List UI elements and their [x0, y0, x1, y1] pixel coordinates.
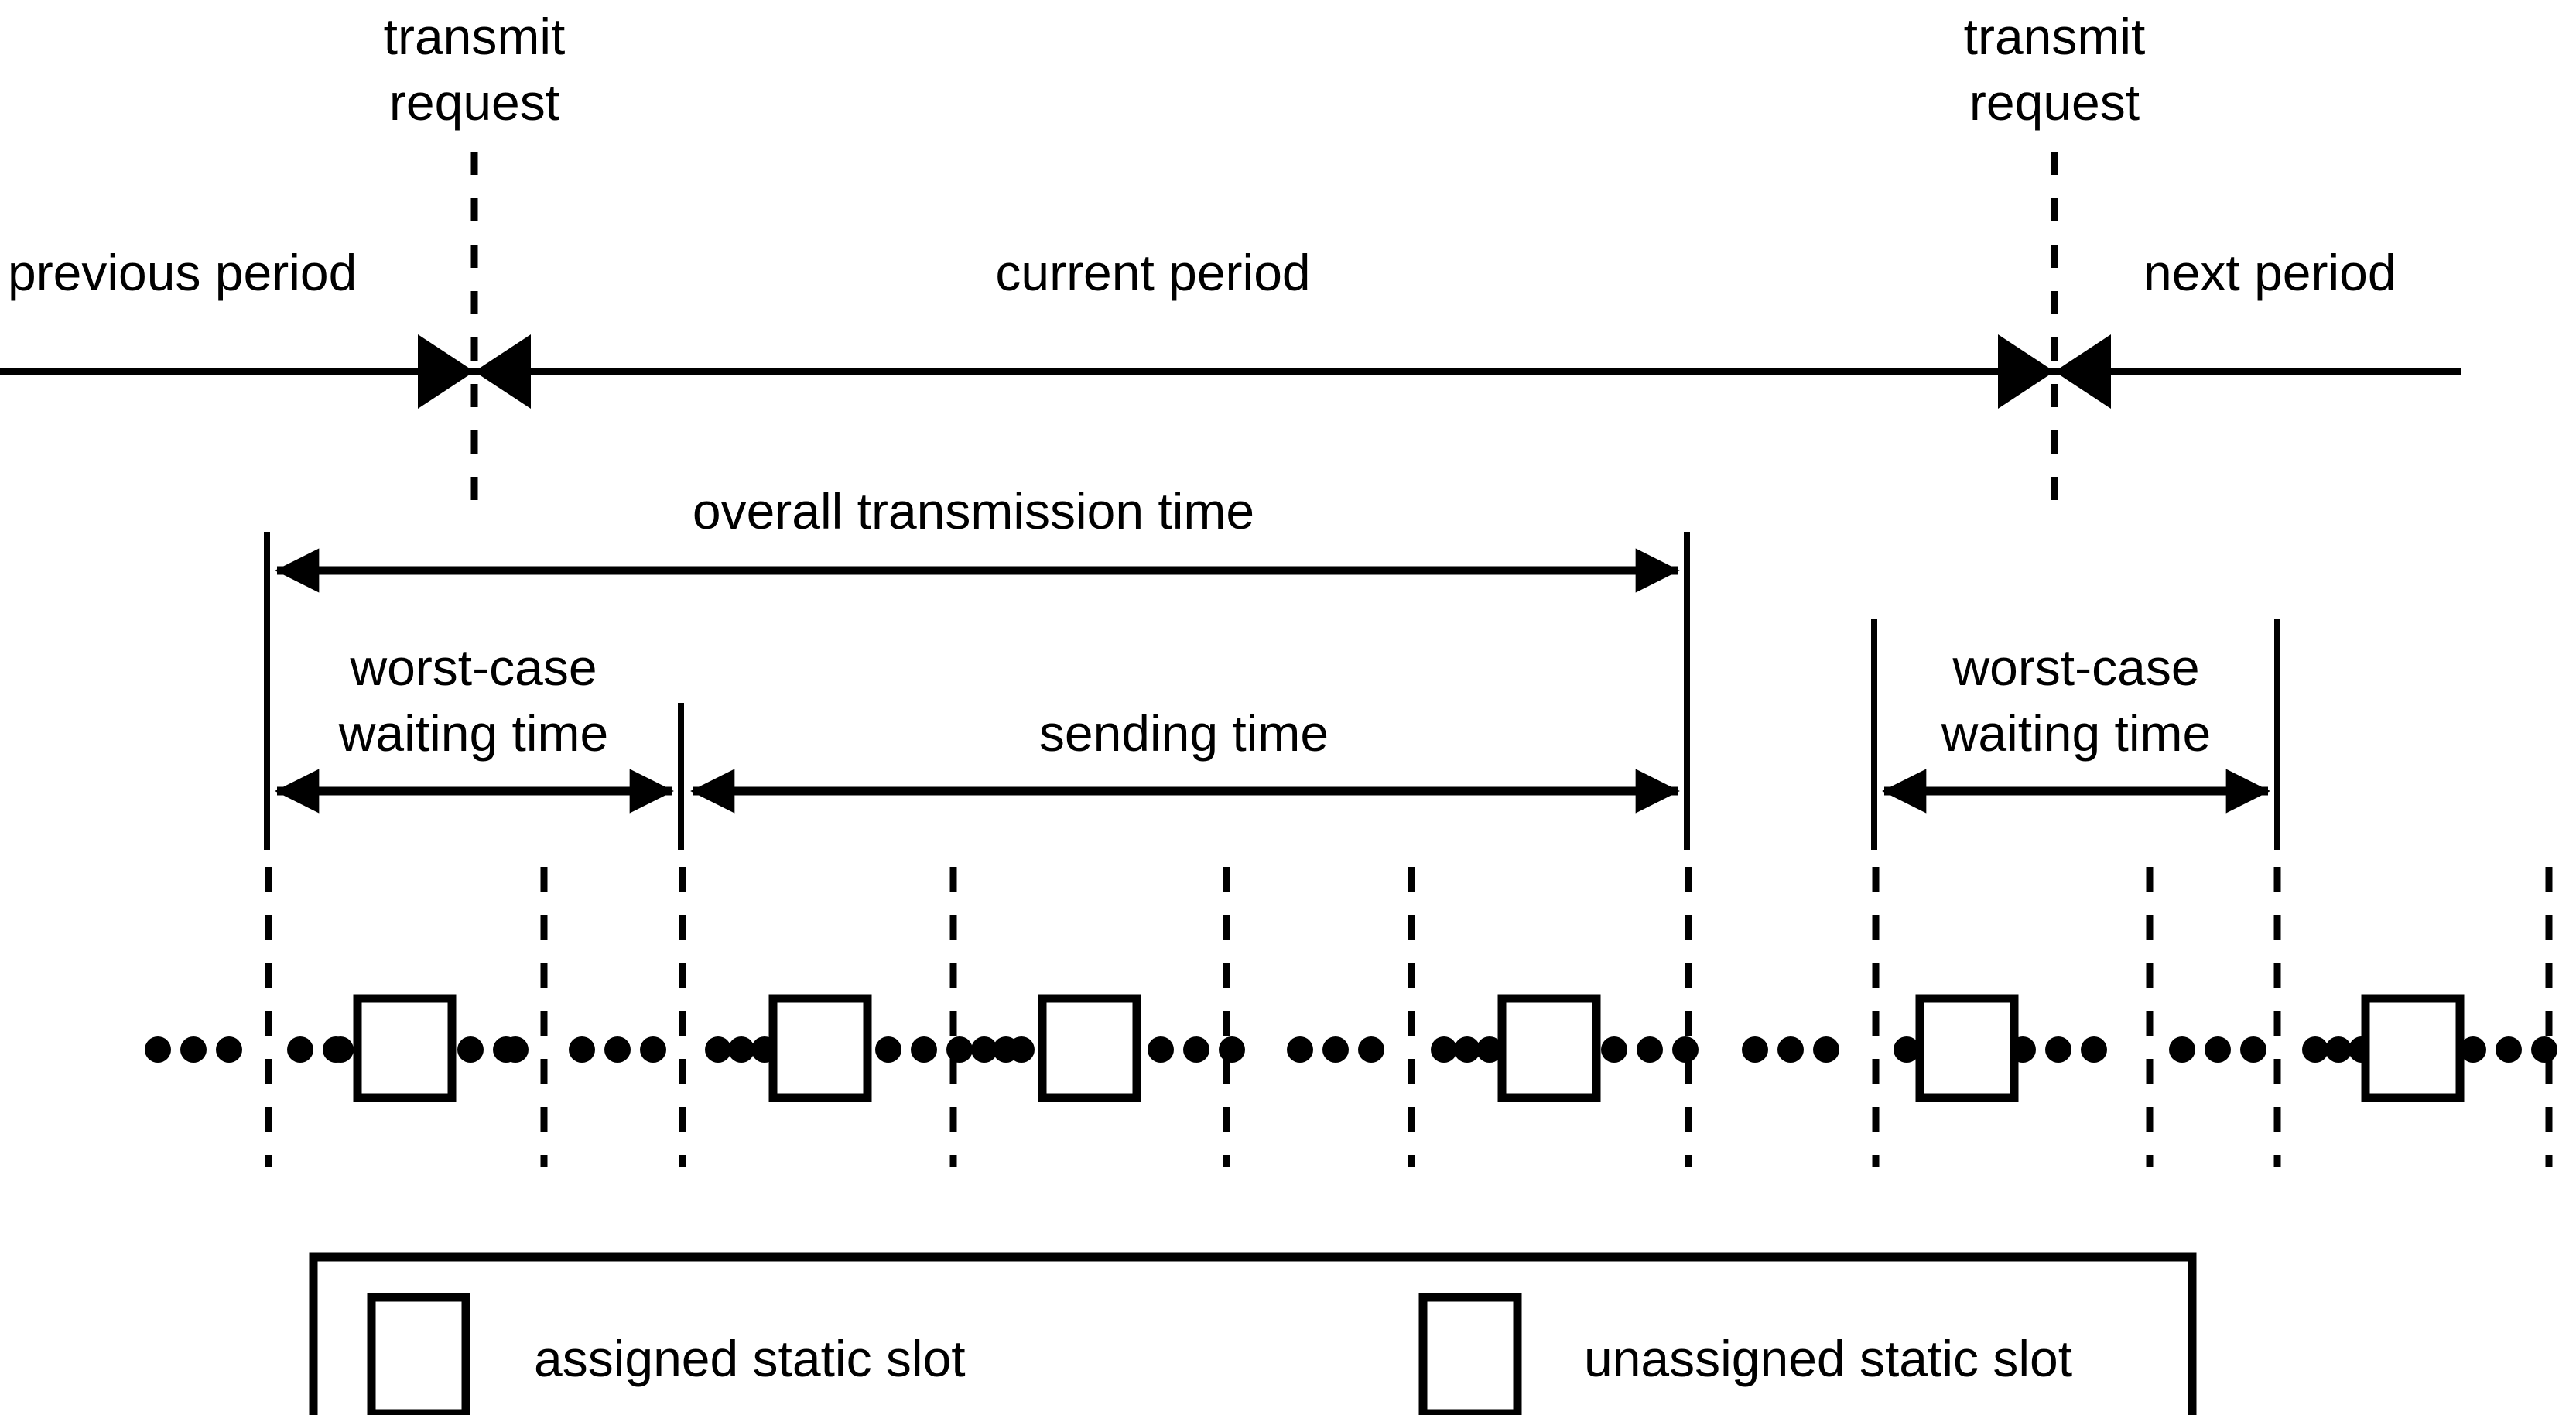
- transmit-request-label-right-line1: transmit: [1964, 8, 2146, 65]
- slot-boundaries: [265, 867, 2553, 1167]
- transmit-request-label-right-line2: request: [1969, 74, 2140, 131]
- ellipsis-dots: [1148, 1036, 1245, 1063]
- axis-arrow-right-head: [474, 334, 531, 409]
- ellipsis-dots: [569, 1036, 666, 1063]
- legend-swatch-assigned-icon: [367, 1293, 470, 1415]
- assigned-static-slot: [1915, 994, 2019, 1102]
- assigned-static-slot: [1497, 994, 1601, 1102]
- overall-transmission-time-label: overall transmission time: [693, 482, 1254, 540]
- sending-time-label: sending time: [1039, 704, 1329, 762]
- assigned-static-slot: [2361, 994, 2465, 1102]
- legend-label-assigned: assigned static slot: [534, 1330, 966, 1387]
- transmit-request-label-left-line2: request: [389, 74, 559, 131]
- axis-arrow-left-head-2: [1998, 334, 2054, 409]
- slot-ellipsis-group: [145, 1036, 2557, 1063]
- worst-case-waiting-time-left-line1: worst-case: [349, 639, 597, 696]
- ellipsis-dots: [1742, 1036, 1839, 1063]
- timeline-marker-left: [418, 152, 531, 511]
- worst-case-waiting-time-right-line2: waiting time: [1941, 704, 2211, 762]
- transmit-request-label-left-line1: transmit: [384, 8, 566, 65]
- static-slot-row: [145, 867, 2557, 1167]
- worst-case-waiting-time-right-line1: worst-case: [1952, 639, 2199, 696]
- unassigned-static-slot: [1038, 994, 1141, 1102]
- ellipsis-dots: [875, 1036, 973, 1063]
- ellipsis-dots: [2169, 1036, 2266, 1063]
- ellipsis-dots: [1601, 1036, 1699, 1063]
- timeline-axis-group: transmit request transmit request previo…: [0, 8, 2461, 511]
- ellipsis-dots: [287, 1036, 354, 1063]
- period-label-next: next period: [2143, 244, 2396, 301]
- ellipsis-dots: [457, 1036, 529, 1063]
- ellipsis-dots: [705, 1036, 778, 1063]
- assigned-static-slot: [353, 994, 457, 1102]
- axis-arrow-right-head-2: [2054, 334, 2111, 409]
- ellipsis-dots: [1287, 1036, 1384, 1063]
- timeline-marker-right: [1998, 152, 2111, 511]
- period-label-current: current period: [995, 244, 1310, 301]
- slot-squares: [353, 994, 2465, 1102]
- legend-frame: [309, 1252, 2197, 1415]
- legend: assigned static slot unassigned static s…: [309, 1252, 2197, 1415]
- ellipsis-dots: [2010, 1036, 2107, 1063]
- ellipsis-dots: [145, 1036, 242, 1063]
- axis-arrow-left-head: [418, 334, 474, 409]
- legend-swatch-unassigned-icon: [1418, 1293, 1522, 1415]
- period-label-previous: previous period: [8, 244, 357, 301]
- interval-brackets-group: overall transmission time worst-case wai…: [264, 482, 2280, 850]
- assigned-static-slot: [768, 994, 872, 1102]
- worst-case-waiting-time-left-line2: waiting time: [338, 704, 608, 762]
- legend-label-unassigned: unassigned static slot: [1584, 1330, 2072, 1387]
- ellipsis-dots: [1431, 1036, 1503, 1063]
- ellipsis-dots: [2460, 1036, 2557, 1063]
- ellipsis-dots: [971, 1036, 1035, 1063]
